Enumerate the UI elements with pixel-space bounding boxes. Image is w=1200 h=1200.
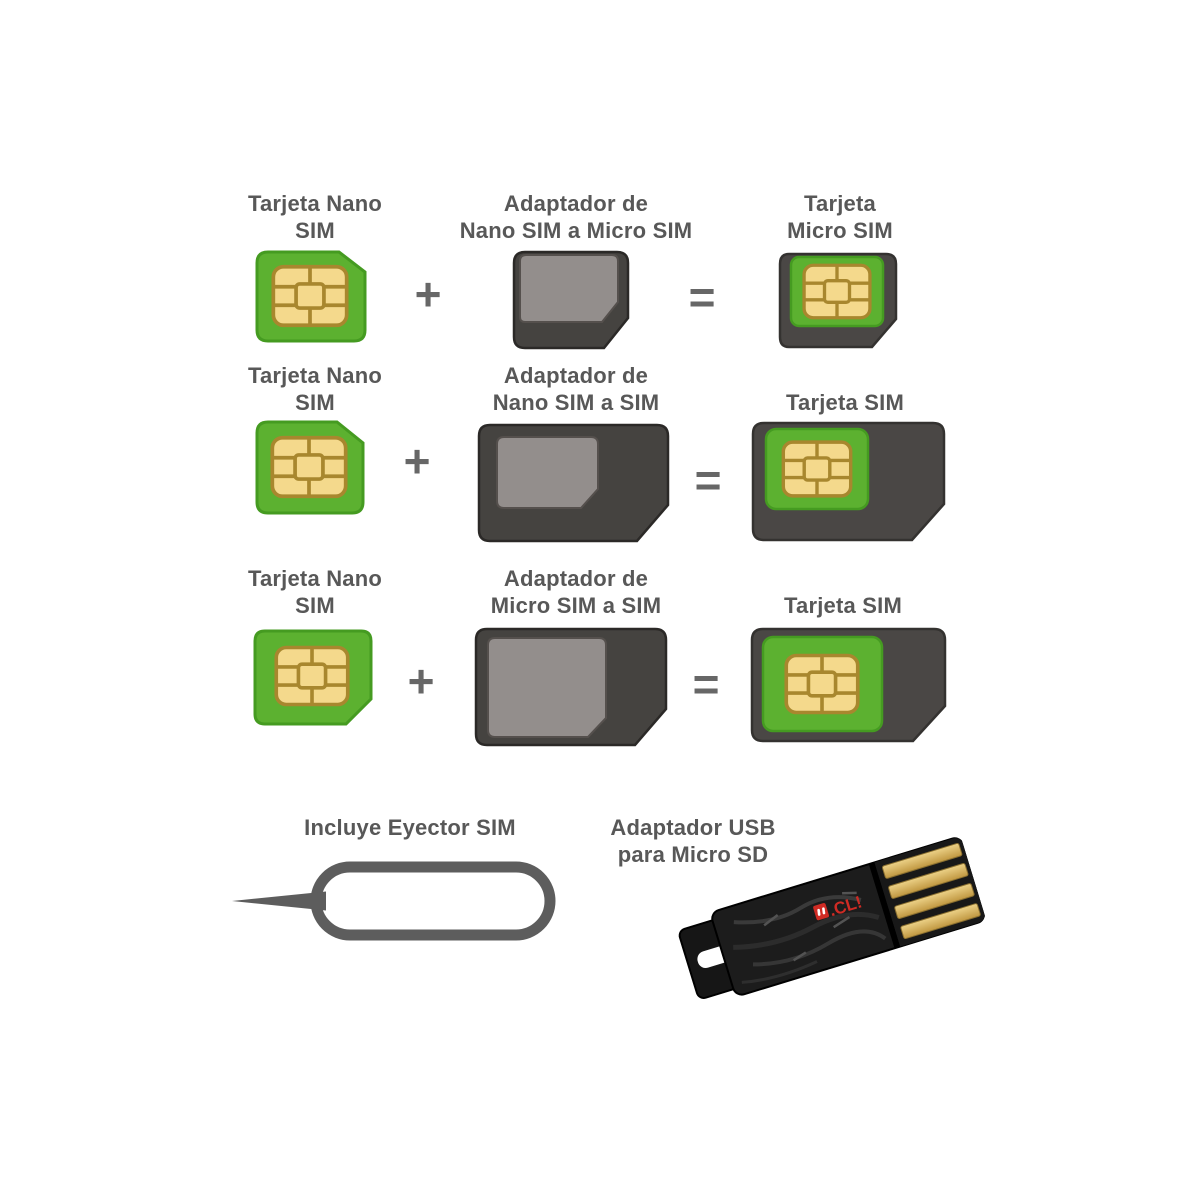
label-line: Adaptador USB [610,815,776,840]
micro-to-sim-adapter-icon [474,627,668,747]
label-line: Tarjeta Nano [247,363,383,388]
nano-to-sim-adapter-icon [477,423,670,543]
sim-result-icon [751,421,946,542]
label-adapter-nano-to-sim: Adaptador de Nano SIM a SIM [426,362,726,416]
label-line: Tarjeta Nano [247,566,383,591]
equals-operator: = [692,658,720,710]
label-sim-result-row2: Tarjeta SIM [695,362,995,416]
nano-sim-card-icon [255,420,365,515]
label-line: Adaptador de [503,566,649,591]
plus-operator: + [403,435,431,487]
label-line: Tarjeta SIM [786,390,904,415]
label-adapter-micro-to-sim: Adaptador de Micro SIM a SIM [426,565,726,619]
plus-operator: + [407,655,435,707]
label-line: SIM [295,390,335,415]
label-line: para Micro SD [617,842,769,867]
micro-sim-card-icon [253,629,373,726]
label-line: Adaptador de [503,191,649,216]
equals-operator: = [688,271,716,323]
label-line [693,565,993,592]
label-line: Incluye Eyector SIM [304,815,516,840]
label-adapter-nano-to-micro: Adaptador de Nano SIM a Micro SIM [426,190,726,244]
label-nano-sim-row2: Tarjeta Nano SIM [165,362,465,416]
label-ejector: Incluye Eyector SIM [260,814,560,841]
label-line: SIM [295,218,335,243]
label-line: Tarjeta SIM [784,593,902,618]
label-line: Tarjeta Nano [247,191,383,216]
label-line: Micro SIM [787,218,893,243]
nano-to-micro-adapter-icon [512,250,630,350]
micro-sim-result-icon [778,252,898,349]
label-line [695,362,995,389]
nano-sim-card-icon [255,250,367,343]
equals-operator: = [694,454,722,506]
label-usb-adapter: Adaptador USB para Micro SD [543,814,843,868]
plus-operator: + [414,268,442,320]
label-nano-sim-row3: Tarjeta Nano SIM [165,565,465,619]
label-line: Adaptador de [503,363,649,388]
sim-ejector-tool-icon [228,858,558,944]
label-line: Nano SIM a Micro SIM [459,218,693,243]
label-nano-sim-row1: Tarjeta Nano SIM [165,190,465,244]
usb-microsd-adapter-icon: .CL! [673,834,987,1010]
sim-result-icon [750,627,947,743]
label-line: SIM [295,593,335,618]
label-line: Tarjeta [804,191,876,216]
label-line: Nano SIM a SIM [492,390,660,415]
label-line: Micro SIM a SIM [490,593,662,618]
label-sim-result-row3: Tarjeta SIM [693,565,993,619]
label-micro-sim-result: Tarjeta Micro SIM [690,190,990,244]
